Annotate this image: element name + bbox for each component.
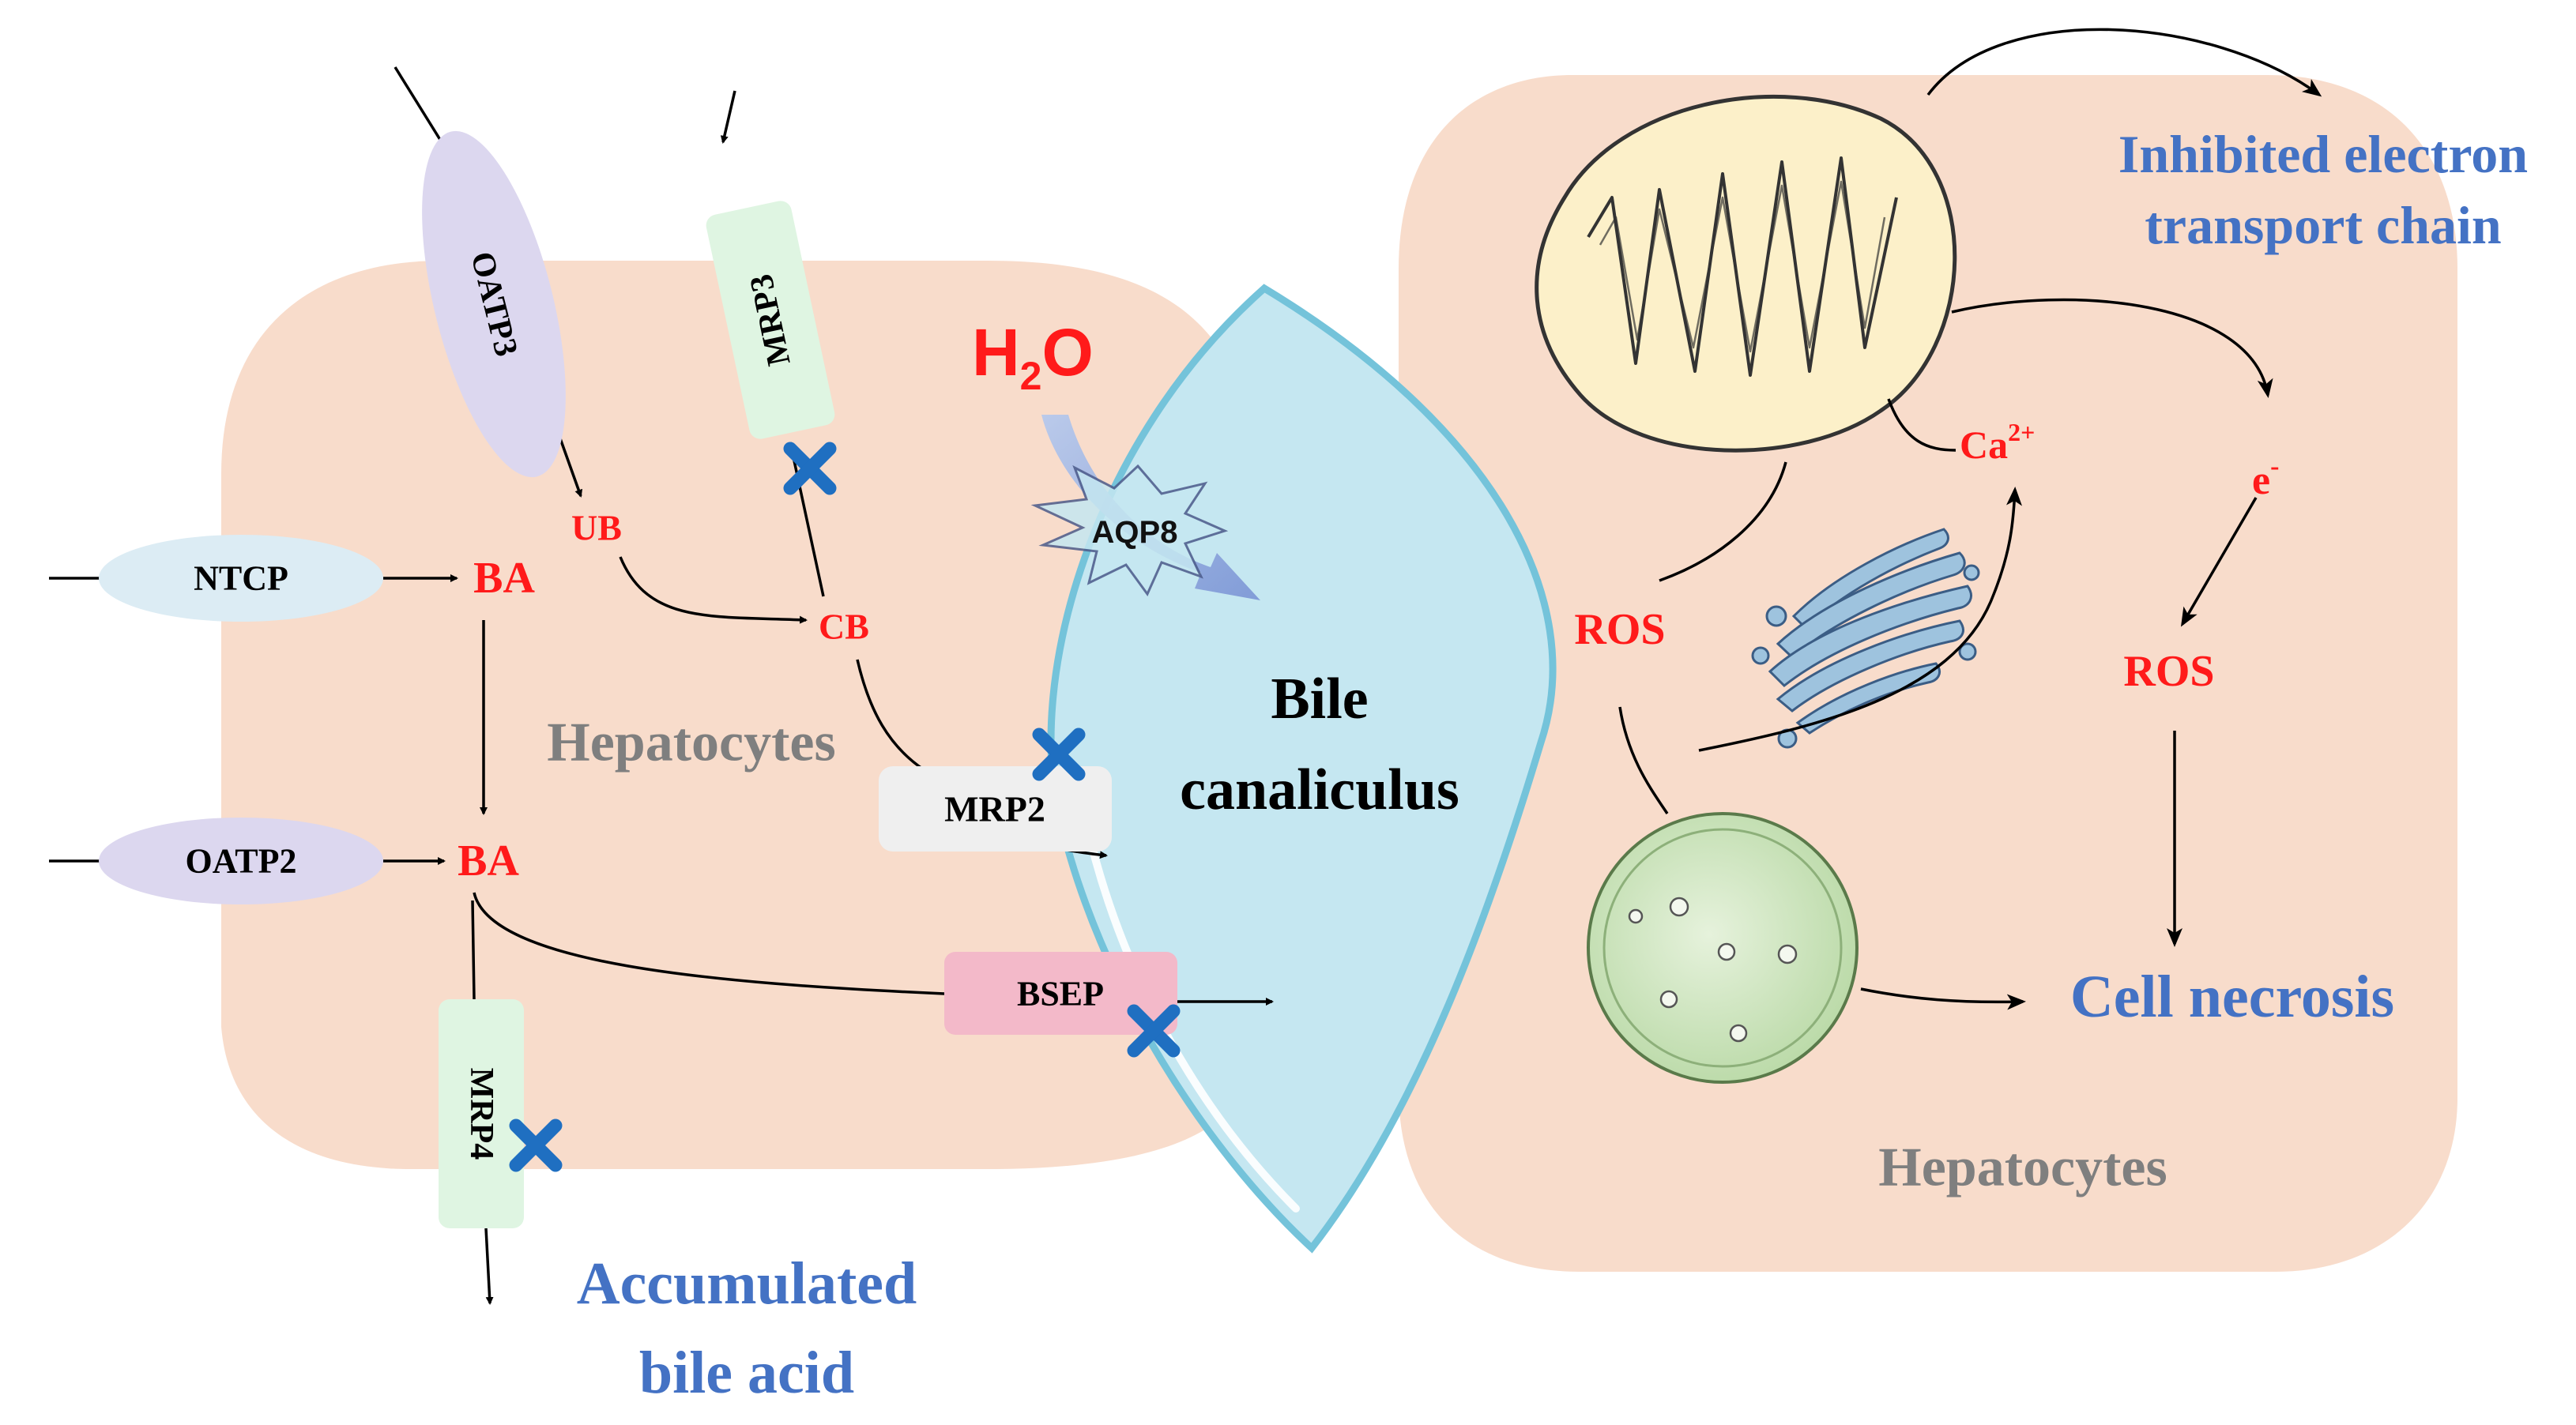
accumulated-label-line1: Accumulated (577, 1250, 917, 1317)
x-mark-icon (1127, 1004, 1181, 1058)
ros-left-label: ROS (1574, 605, 1665, 654)
etc-label-line2: transport chain (2145, 195, 2501, 255)
ntcp-transporter: NTCP (99, 535, 383, 622)
lysosome-icon (1587, 812, 1859, 1084)
golgi-to-ca-arrow (1698, 487, 2022, 752)
mrp3-to-cb-line (789, 442, 825, 597)
aqp8-channel: AQP8 (1030, 464, 1229, 596)
oatp3-transporter: OATP3 (422, 130, 566, 478)
golgi-icon (1751, 528, 1980, 749)
mrp2-label: MRP2 (944, 789, 1045, 829)
water-flow-arrow (1041, 415, 1260, 600)
cb-to-mrp2-line (856, 659, 925, 772)
ba-bottom-label: BA (458, 837, 519, 885)
ub-label: UB (571, 508, 622, 548)
ros-right-label: ROS (2123, 647, 2214, 696)
oatp2-label: OATP2 (186, 842, 297, 881)
ba-top-label: BA (473, 554, 535, 603)
bile-label-line2: canaliculus (1180, 758, 1459, 822)
mito-to-electron-arrow (1951, 298, 2273, 398)
x-mark-icon (509, 1119, 563, 1172)
x-mark-icon (1032, 728, 1086, 781)
hepatocytes-left-label: Hepatocytes (547, 712, 835, 773)
mito-to-etc-arrow (1926, 28, 2322, 97)
lysosome-to-necrosis-arrow (1860, 987, 2026, 1010)
oatp2-transporter: OATP2 (99, 818, 383, 904)
aqp8-label: AQP8 (1092, 515, 1178, 550)
accumulated-label-line2: bile acid (639, 1340, 854, 1406)
calcium-label: Ca2+ (1960, 418, 2035, 467)
electron-to-ros-arrow (2180, 497, 2258, 627)
mito-to-ca-line (1887, 398, 1956, 452)
mrp4-out-arrow (484, 1228, 494, 1305)
mrp3-out-arrow (720, 90, 736, 144)
transport-arrows (49, 66, 1274, 1305)
bsep-transporter: BSEP (944, 952, 1177, 1035)
bile-label-line1: Bile (1271, 667, 1368, 731)
ub-to-cb-arrow (619, 556, 808, 624)
cell-necrosis-label: Cell necrosis (2070, 964, 2394, 1030)
ros-to-mito-line (1659, 461, 1787, 582)
ros-to-lysosome-line (1618, 706, 1669, 814)
mrp4-label: MRP4 (463, 1068, 499, 1160)
x-mark-icon (783, 442, 837, 495)
mrp4-transporter: MRP4 (439, 999, 524, 1228)
ba-to-bsep-line (473, 892, 945, 995)
hepatocytes-right-label: Hepatocytes (1878, 1137, 2167, 1198)
mrp2-transporter: MRP2 (879, 766, 1112, 852)
etc-label-line1: Inhibited electron (2118, 124, 2528, 184)
mrp3-transporter: MRP3 (706, 201, 835, 439)
ntcp-label: NTCP (194, 559, 288, 598)
bsep-label: BSEP (1017, 975, 1104, 1013)
h2o-label: H2O (972, 315, 1094, 398)
ba-to-mrp4-line (471, 900, 476, 1000)
starburst-icon (1030, 464, 1229, 596)
electron-label: e- (2252, 452, 2279, 503)
right-cell-arrows (1618, 28, 2322, 1010)
mitochondrion-icon (1535, 94, 1957, 453)
cb-label: CB (819, 607, 869, 647)
